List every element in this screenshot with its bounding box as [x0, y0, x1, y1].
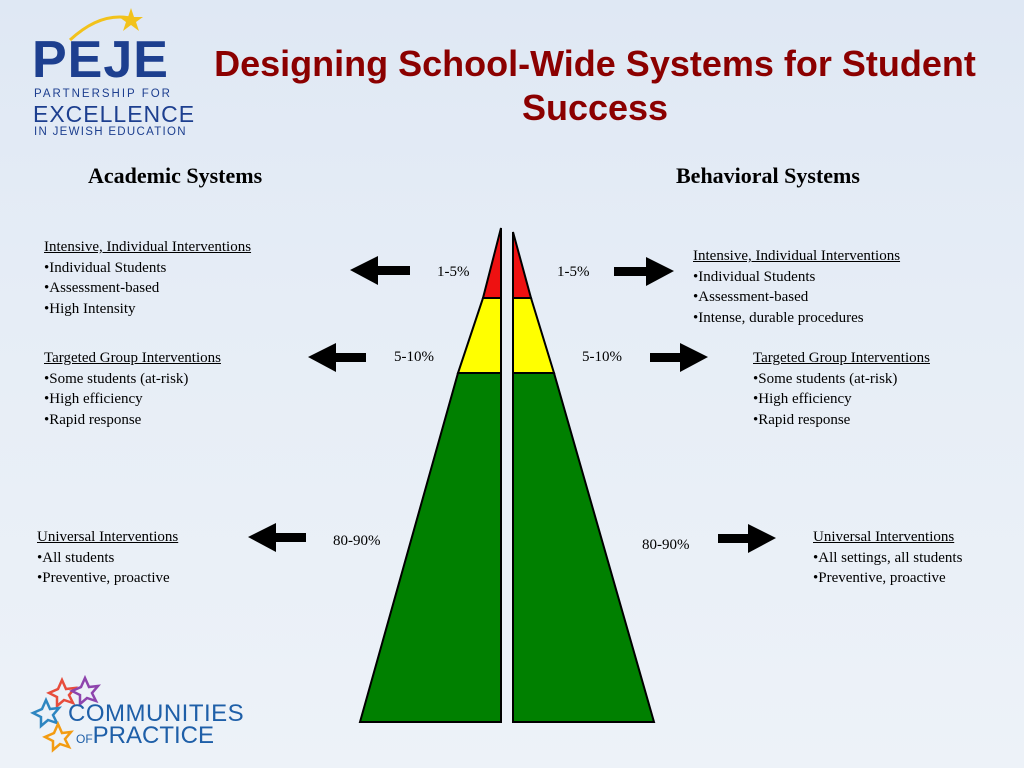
academic-universal-block: Universal Interventions •All students •P…: [37, 527, 178, 589]
academic-heading: Academic Systems: [88, 163, 263, 188]
list-item: •High efficiency: [44, 391, 143, 407]
list-item: •Rapid response: [44, 411, 142, 428]
list-item: •High Intensity: [44, 300, 136, 317]
academic-tier-intensive: [481, 227, 502, 299]
logo-star-icon: [119, 8, 143, 31]
behavioral-percent-intensive: 1-5%: [557, 264, 590, 280]
academic-tier-universal: [358, 372, 502, 723]
list-item: •High efficiency: [753, 391, 852, 407]
academic-targeted-block: Targeted Group Interventions •Some stude…: [44, 348, 221, 430]
behavioral-intensive-block: Intensive, Individual Interventions •Ind…: [693, 246, 900, 328]
logo-peje: PEJE: [32, 31, 169, 89]
arrow-left-icon: [308, 343, 366, 372]
arrow-left-icon: [350, 256, 410, 285]
arrow-right-icon: [650, 343, 708, 372]
list-item: •Preventive, proactive: [37, 570, 170, 586]
list-item: •Assessment-based: [44, 280, 160, 296]
behavioral-targeted-block: Targeted Group Interventions •Some stude…: [753, 348, 930, 430]
list-item: •All students: [37, 549, 115, 566]
communities-logo-of: OF: [76, 732, 93, 746]
block-heading: Targeted Group Interventions: [44, 350, 221, 366]
arrow-right-icon: [718, 524, 776, 553]
academic-intensive-block: Intensive, Individual Interventions •Ind…: [44, 237, 251, 319]
logo-swoosh: [68, 15, 131, 42]
communities-logo-line2: OFPRACTICE: [76, 722, 214, 750]
behavioral-percent-targeted: 5-10%: [582, 349, 622, 365]
behavioral-tier-intensive: [512, 231, 533, 299]
behavioral-universal-block: Universal Interventions •All settings, a…: [813, 527, 962, 589]
academic-percent-intensive: 1-5%: [437, 264, 470, 280]
list-item: •Some students (at-risk): [753, 370, 898, 387]
behavioral-percent-universal: 80-90%: [642, 537, 690, 553]
logo-tagline-1: PARTNERSHIP FOR: [34, 88, 172, 100]
communities-stars-icon: [30, 674, 102, 753]
block-heading: Universal Interventions: [37, 529, 179, 545]
block-heading: Targeted Group Interventions: [753, 350, 930, 366]
block-heading: Universal Interventions: [813, 529, 955, 545]
list-item: •Individual Students: [693, 268, 816, 285]
list-item: •Preventive, proactive: [813, 570, 946, 586]
list-item: •Intense, durable procedures: [693, 309, 864, 326]
logo-tagline-3: IN JEWISH EDUCATION: [34, 126, 187, 138]
arrow-left-icon: [248, 523, 306, 552]
behavioral-heading: Behavioral Systems: [676, 163, 860, 188]
list-item: •All settings, all students: [813, 549, 963, 566]
behavioral-tier-targeted: [512, 297, 556, 374]
academic-percent-universal: 80-90%: [333, 533, 381, 549]
block-heading: Intensive, Individual Interventions: [44, 239, 252, 255]
communities-logo-practice: PRACTICE: [92, 722, 215, 749]
list-item: •Some students (at-risk): [44, 370, 189, 387]
academic-tier-targeted: [456, 297, 502, 374]
list-item: •Individual Students: [44, 259, 167, 276]
communities-logo-line1: COMMUNITIES: [68, 700, 245, 727]
list-item: •Assessment-based: [693, 289, 809, 305]
academic-percent-targeted: 5-10%: [394, 349, 434, 365]
logo-tagline-2: EXCELLENCE: [33, 101, 196, 127]
arrow-right-icon: [614, 257, 674, 286]
list-item: •Rapid response: [753, 411, 851, 428]
block-heading: Intensive, Individual Interventions: [693, 248, 901, 264]
page-title: Designing School-Wide Systems for Studen…: [214, 43, 976, 128]
behavioral-tier-universal: [512, 372, 656, 723]
